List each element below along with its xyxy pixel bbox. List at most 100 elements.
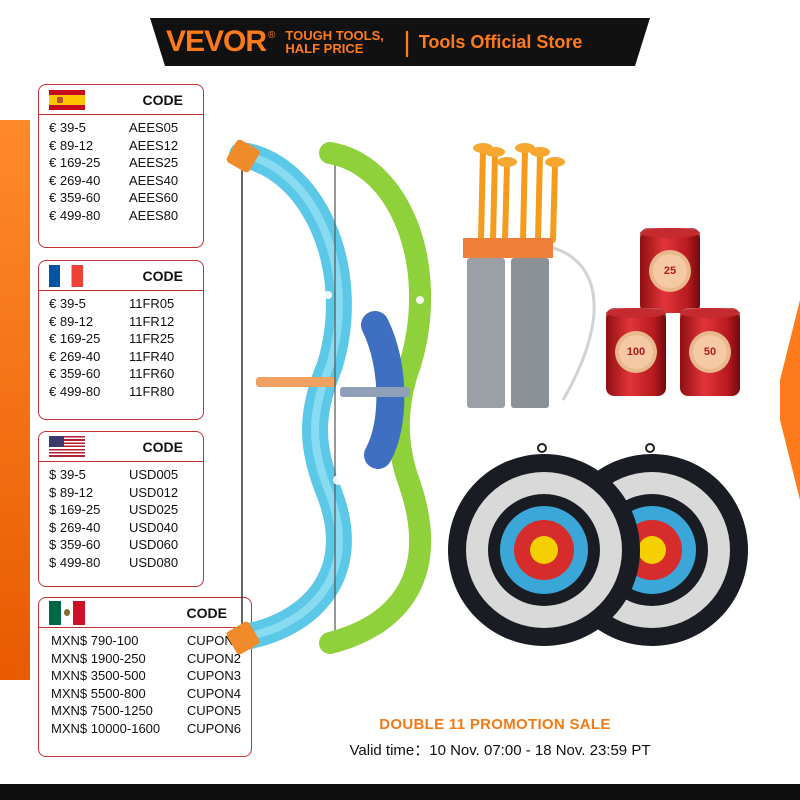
coupon-code: 11FR80 [129,383,175,399]
coupon-amount: MXN$ 1900-250 [51,650,146,666]
brand-tagline: TOUGH TOOLS, HALF PRICE [285,29,395,55]
promo-title: DOUBLE 11 PROMOTION SALE [379,716,611,733]
blue-bow-tip-bottom [226,621,260,655]
decorative-stripe-right [780,300,800,500]
coupon-row: MXN$ 3500-500 CUPON3 [51,667,241,685]
led-light [416,296,424,304]
coupon-code: AEES60 [129,190,179,206]
coupon-amount: € 169-25 [49,155,101,171]
arrow-rest-blue [256,377,336,387]
code-column-label: CODE [142,91,183,108]
hanging-hook-icon [645,443,655,453]
coupon-row: € 269-40 11FR40 [49,348,193,366]
coupon-code: USD080 [129,554,179,570]
quiver-arrows-illustration [463,143,596,408]
code-column-label: CODE [186,604,227,621]
coupon-amount: MXN$ 790-100 [51,633,139,649]
led-light [324,291,332,299]
code-column-label: CODE [142,438,183,455]
coupon-amount: $ 359-60 [49,537,101,553]
coupon-row: € 89-12 11FR12 [49,313,193,331]
coupon-code: 11FR05 [129,296,175,312]
spain-flag-icon [49,89,85,110]
coupon-code: AEES12 [129,137,179,153]
coupon-amount: € 89-12 [49,137,94,153]
coupon-code: 11FR40 [129,348,175,364]
coupon-code: CUPON6 [186,720,241,736]
quiver-collar [463,238,509,258]
coupon-amount: MXN$ 10000-1600 [51,720,161,736]
coupon-row: MXN$ 5500-800 CUPON4 [51,685,241,703]
arrow-rest-green [340,387,410,397]
coupon-amount: $ 499-80 [49,554,101,570]
coupon-amount: € 269-40 [49,172,101,188]
target-board-front [448,454,640,646]
coupon-code: AEES25 [129,155,179,171]
promo-valid-time: Valid time：10 Nov. 07:00 - 18 Nov. 23:59… [349,742,651,759]
coupon-amount: $ 89-12 [49,484,94,500]
quiver-collar [507,238,553,258]
led-light [333,475,343,485]
brand-logo: VEVOR [166,25,267,58]
coupon-header: CODE [39,261,203,291]
can-score-label: 50 [693,335,727,369]
registered-mark: ® [268,29,276,41]
coupon-row: € 169-25 AEES25 [49,154,193,172]
usa-flag-icon [49,436,85,457]
target-can: 100 [606,308,666,396]
coupon-amount: € 499-80 [49,383,101,399]
coupon-amount: € 269-40 [49,348,101,364]
target-can: 25 [640,228,700,313]
quiver-left [467,258,505,408]
banner-separator: | [403,26,411,57]
coupon-amount: MXN$ 7500-1250 [51,703,153,719]
coupon-code: CUPON5 [186,703,241,719]
coupon-code: CUPON2 [186,650,241,666]
coupon-amount: € 499-80 [49,207,101,223]
coupon-code: CUPON4 [186,685,241,701]
coupon-amount: € 89-12 [49,313,94,329]
coupon-row: € 359-60 AEES60 [49,189,193,207]
coupon-code: CUPON3 [186,668,241,684]
target-can: 50 [680,308,740,396]
coupon-amount: € 359-60 [49,366,101,382]
coupon-row: $ 269-40 USD040 [49,519,193,537]
coupon-code: AEES80 [129,207,179,223]
coupon-amount: $ 269-40 [49,519,101,535]
coupon-code: USD025 [129,502,179,518]
store-banner[interactable]: VEVOR ® TOUGH TOOLS, HALF PRICE | Tools … [150,18,650,66]
coupon-amount: € 169-25 [49,331,101,347]
coupon-amount: MXN$ 3500-500 [51,668,146,684]
tagline-line-2: HALF PRICE [285,41,364,56]
coupon-amount: € 359-60 [49,190,101,206]
coupon-amount: $ 169-25 [49,502,101,518]
coupon-row: MXN$ 7500-1250 CUPON5 [51,702,241,720]
blue-bow-highlight [238,151,343,641]
quiver-strap [552,246,596,401]
coupon-amount: MXN$ 5500-800 [51,685,146,701]
coupon-row: MXN$ 10000-1600 CUPON6 [51,720,241,738]
coupon-header: CODE [39,598,251,628]
mexico-flag-icon [49,600,85,625]
coupon-header: CODE [39,85,203,115]
france-flag-icon [49,264,83,287]
coupon-row: € 499-80 11FR80 [49,383,193,401]
quiver-right [511,258,549,408]
decorative-stripe-left [0,120,30,680]
bow-set-illustration [226,139,432,655]
coupon-row: € 89-12 AEES12 [49,137,193,155]
coupon-code: USD040 [129,519,179,535]
coupon-code: 11FR12 [129,313,175,329]
can-score-label: 25 [653,253,687,288]
